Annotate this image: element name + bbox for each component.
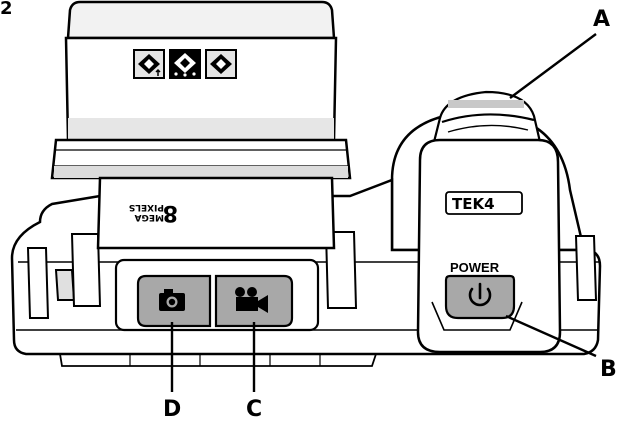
camera-icon: [159, 289, 185, 311]
photo-mode-button[interactable]: [136, 274, 212, 328]
left-strap-lug: [26, 233, 102, 319]
callout-b: B: [600, 357, 617, 382]
power-label: POWER: [450, 260, 500, 275]
leader-b: [505, 314, 597, 358]
brand-name: TEK4: [452, 195, 495, 213]
megapixel-plate: 8 MEGA PIXELS: [96, 176, 336, 250]
brand-logo: TEK4: [445, 191, 523, 215]
lens-barrel: [50, 0, 352, 180]
scene-macro-icon: [169, 49, 201, 79]
callout-d: D: [163, 397, 181, 422]
lens-mode-icons: [133, 49, 237, 79]
center-strap-lug: [324, 231, 358, 309]
video-camera-icon: [235, 287, 268, 313]
megapixels-number: 8: [163, 200, 178, 225]
power-icon: [468, 282, 492, 307]
power-button[interactable]: [444, 274, 516, 320]
megapixels-mega-label: MEGA: [135, 212, 164, 222]
scene-tele-icon: [133, 49, 165, 79]
video-mode-button[interactable]: [214, 274, 294, 328]
leader-a: [509, 33, 597, 99]
right-strap-lug: [574, 235, 598, 301]
megapixels-pixels-label: PIXELS: [129, 202, 164, 212]
scene-normal-icon: [205, 49, 237, 79]
callout-a: A: [593, 7, 610, 32]
power-panel: TEK4 POWER: [416, 138, 562, 354]
mode-button-panel: [114, 258, 320, 332]
callout-c: C: [246, 397, 262, 422]
page-number: 2: [0, 0, 13, 19]
callout-leaders: [170, 33, 597, 392]
